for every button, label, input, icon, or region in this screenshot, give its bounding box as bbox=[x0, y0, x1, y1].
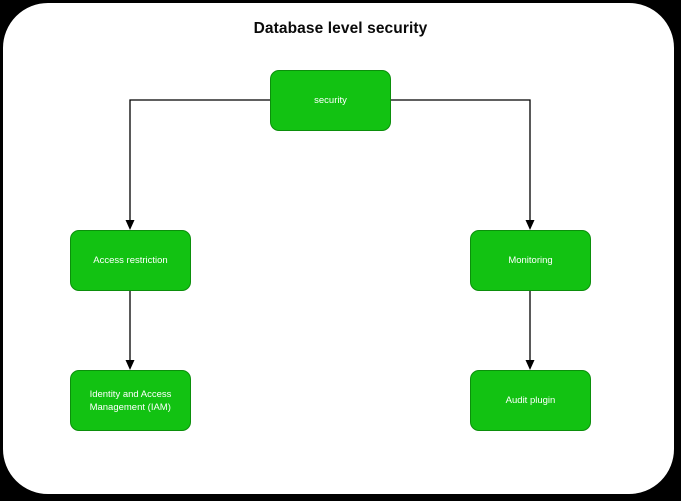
node-security-label: security bbox=[314, 95, 347, 106]
node-access-restriction-label: Access restriction bbox=[93, 255, 168, 266]
edge-security-to-monitoring bbox=[391, 99, 535, 230]
node-audit-plugin-label: Audit plugin bbox=[505, 395, 556, 406]
edge-monitoring-to-audit bbox=[525, 291, 535, 370]
arrow-head-icon bbox=[125, 360, 135, 370]
edge-access-to-iam bbox=[125, 291, 135, 370]
edge-security-to-access bbox=[125, 99, 270, 230]
node-monitoring[interactable]: Monitoring bbox=[470, 230, 591, 291]
node-identity-access-management[interactable]: Identity and Access Management (IAM) bbox=[70, 370, 191, 431]
node-monitoring-label: Monitoring bbox=[508, 255, 553, 266]
node-identity-access-management-label: Identity and Access Management (IAM) bbox=[89, 388, 172, 413]
arrow-head-icon bbox=[525, 220, 535, 230]
node-audit-plugin[interactable]: Audit plugin bbox=[470, 370, 591, 431]
node-access-restriction[interactable]: Access restriction bbox=[70, 230, 191, 291]
node-security[interactable]: security bbox=[270, 70, 391, 131]
arrow-head-icon bbox=[125, 220, 135, 230]
arrow-head-icon bbox=[525, 360, 535, 370]
diagram-title: Database level security bbox=[253, 20, 428, 37]
